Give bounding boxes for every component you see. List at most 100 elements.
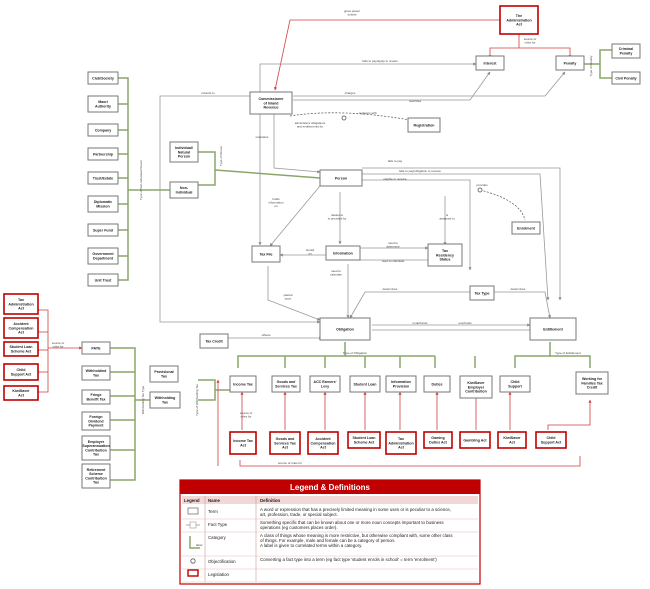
fact-label-fails-to-pay-person: fails to pay [388,159,403,163]
fact-label-type-of-entitlement: Type of Entitlement [555,351,581,355]
term-label: Accident [13,322,29,326]
term-label: Revenue [264,106,279,110]
term-label: ACC Earners' [313,380,336,384]
term-label: Payment [89,424,105,428]
term-label: Withholdind [86,369,107,373]
term-label: Individual/ [175,146,193,150]
term-label: Provisional [154,370,173,374]
fact-label-overrides: overrides [409,99,422,103]
term-label: Criminal [619,47,633,51]
term-company: Company [87,123,119,137]
term-paye: PAYE [81,341,111,355]
term-label: Tax [398,437,404,441]
term-label: KiwiSaver [12,389,30,393]
legend-row-definition: Something specific that can be known abo… [260,520,444,525]
term-label: Tax Credit [205,339,223,343]
term-tax-type: Tax Type [469,285,495,301]
term-label: Support Act [11,372,32,376]
term-partnership: Partnership [87,147,119,161]
term-label: Administration [506,18,531,22]
connector-lines [38,19,612,481]
legend-category-mark: label [196,543,203,547]
legend-row-definition: Converting a fact type into a term (eg f… [260,557,437,562]
term-label: Withholding [155,396,176,400]
term-label: Contribution [85,476,107,480]
term-tax-credit: Tax Credit [199,333,229,349]
term-label: Tax [93,481,99,485]
legend-legislation-symbol [187,569,199,577]
term-label: Act [18,331,25,335]
term-label: Duties Act [429,440,447,444]
term-student-loan: Student Loan [349,375,381,393]
term-label: Contribution [85,448,107,452]
term-label: Status [440,258,451,262]
legend-objectification-symbol [190,558,196,564]
term-label: Goods and [276,437,295,441]
term-label: Act [18,307,25,311]
fact-label-type-of-person: Type of Person [219,146,223,167]
legend-row-definition: A label is given to correlated terms wit… [260,543,362,548]
term-label: Person [178,155,190,159]
term-label: Residency [436,253,454,257]
legend-row: Legislation [182,572,478,583]
term-label: Fringe [91,393,102,397]
term-label: Working for [582,377,603,381]
term-label: Child [17,368,26,372]
term-label: Interest [484,61,498,65]
fact-label-registers-with: registers with [359,111,377,115]
term-label: Income Tax [233,439,253,443]
term-label: Gambling Act [463,438,487,442]
term-label: Department [93,256,114,260]
fact-label-provides: provides [476,183,488,187]
term-label: Administration [388,441,413,445]
fact-label-eligible-to-receive: eligible to receive [383,177,407,181]
term-acc-levy: ACC Earners'Levy [309,375,341,393]
term-label: Act [398,446,405,450]
fact-label-fails-to-meet: fails to pay/obligation to receive [399,169,441,173]
term-label: KiwiSaver [503,436,521,440]
fact-label-fails-to-pay: fails to pay/apply to review [362,59,398,63]
legend-row-definition: art, profession, trade, or special subje… [260,512,338,517]
term-label: Scheme Act [11,349,32,353]
fact-label-offsets: offsets [262,333,271,337]
legend-fact-symbol [186,521,200,529]
fact-label-source-of-rules-all: source of rules for [278,461,302,465]
term-label: Tax [161,374,167,378]
legend-row-definition: A class of things whose meaning is more … [260,533,453,538]
term-label: Authority [95,104,111,108]
term-label: Maori [98,100,108,104]
fact-label-type-of-penalty: Type of Penalty [589,55,593,76]
term-label: Compensation [9,326,34,330]
term-label: Employer [468,385,485,389]
